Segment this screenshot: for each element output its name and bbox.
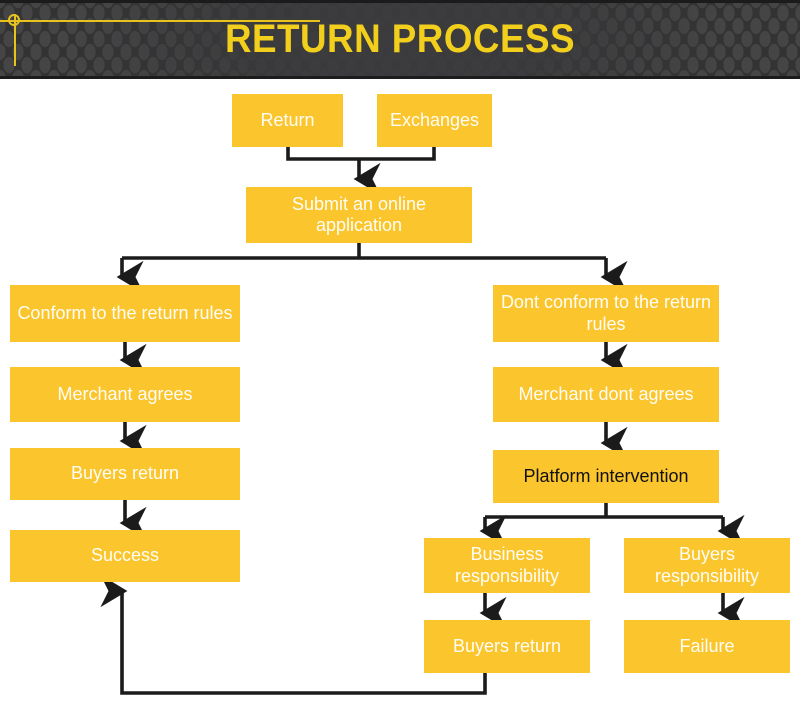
node-merchant-dont-agrees-label: Merchant dont agrees xyxy=(518,383,694,404)
node-exchanges[interactable]: Exchanges xyxy=(377,94,492,147)
edge-exchanges-to-submit xyxy=(359,147,436,161)
node-merchant-agrees[interactable]: Merchant agrees xyxy=(10,367,240,422)
page-title: RETURN PROCESS xyxy=(225,17,575,61)
node-buyers-return-left-label: Buyers return xyxy=(70,463,180,484)
node-exchanges-label: Exchanges xyxy=(389,109,480,130)
node-submit-application[interactable]: Submit an online application xyxy=(246,187,472,243)
node-buyers-return-left[interactable]: Buyers return xyxy=(10,448,240,500)
edge-return-to-submit xyxy=(286,147,359,161)
node-buyers-responsibility[interactable]: Buyers responsibility xyxy=(624,538,790,593)
node-failure[interactable]: Failure xyxy=(624,620,790,673)
header-vignette xyxy=(0,0,800,79)
node-conform-to-return-rules-label: Conform to the return rules xyxy=(17,302,233,323)
header-rule-vertical xyxy=(14,14,16,66)
node-dont-conform-to-return-rules-label: Dont conform to the return rules xyxy=(500,292,712,334)
page-header: RETURN PROCESS xyxy=(0,0,800,79)
header-bottom-edge xyxy=(0,76,800,79)
node-platform-intervention-label: Platform intervention xyxy=(523,465,689,486)
node-success-label: Success xyxy=(90,545,160,566)
node-merchant-agrees-label: Merchant agrees xyxy=(57,383,193,404)
node-buyers-return-right-label: Buyers return xyxy=(452,635,562,656)
node-merchant-dont-agrees[interactable]: Merchant dont agrees xyxy=(493,367,719,422)
node-success[interactable]: Success xyxy=(10,530,240,582)
node-platform-intervention[interactable]: Platform intervention xyxy=(493,450,719,503)
flowchart-connectors xyxy=(100,147,745,695)
node-conform-to-return-rules[interactable]: Conform to the return rules xyxy=(10,285,240,342)
node-return-label: Return xyxy=(260,109,315,130)
node-return[interactable]: Return xyxy=(232,94,343,147)
node-submit-application-label: Submit an online application xyxy=(291,193,427,235)
node-buyers-return-right[interactable]: Buyers return xyxy=(424,620,590,673)
flowchart-canvas: Return Exchanges Submit an online applic… xyxy=(0,79,800,708)
node-dont-conform-to-return-rules[interactable]: Dont conform to the return rules xyxy=(493,285,719,342)
node-business-responsibility-label: Business responsibility xyxy=(454,544,560,586)
crosshair-icon xyxy=(8,14,20,26)
header-rule-horizontal xyxy=(0,20,320,22)
node-business-responsibility[interactable]: Business responsibility xyxy=(424,538,590,593)
edge-feedback-to-success xyxy=(100,574,487,695)
header-top-edge xyxy=(0,0,800,3)
node-buyers-responsibility-label: Buyers responsibility xyxy=(654,544,760,586)
node-failure-label: Failure xyxy=(679,635,735,656)
